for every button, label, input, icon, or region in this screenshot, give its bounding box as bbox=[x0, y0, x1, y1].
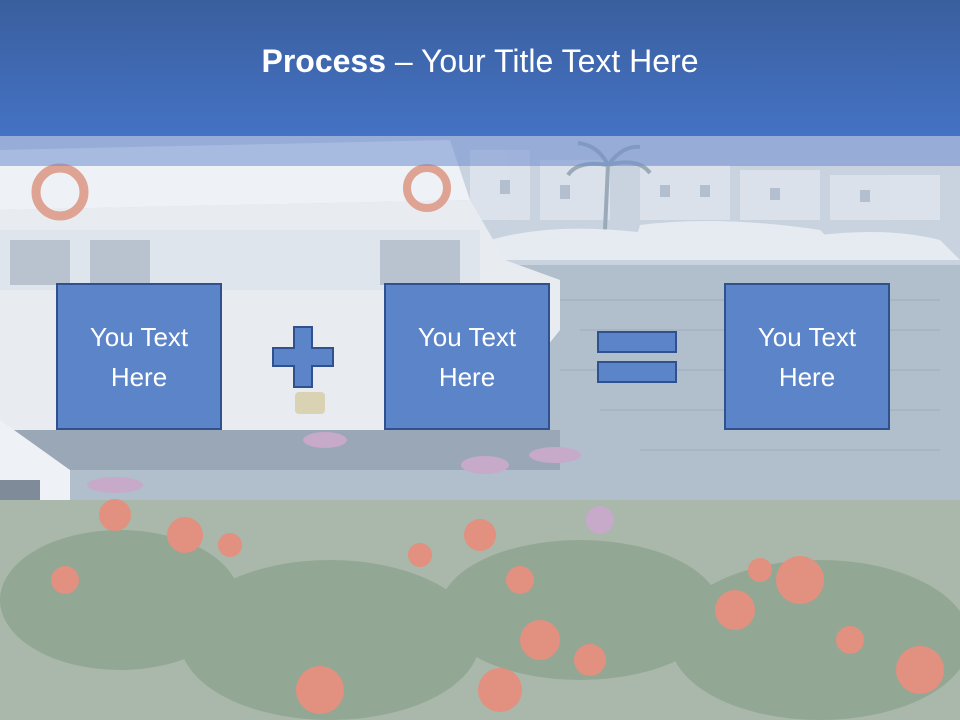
equals-icon bbox=[597, 331, 677, 383]
process-box-1-label: You Text Here bbox=[89, 321, 189, 392]
process-box-3-label: You Text Here bbox=[757, 321, 857, 392]
process-box-1[interactable]: You Text Here bbox=[56, 283, 222, 430]
process-box-2[interactable]: You Text Here bbox=[384, 283, 550, 430]
title-bold: Process bbox=[261, 42, 387, 79]
title-underline-strip bbox=[0, 136, 960, 166]
plus-icon bbox=[272, 326, 334, 388]
title-rest: – Your Title Text Here bbox=[386, 42, 699, 79]
process-box-3[interactable]: You Text Here bbox=[724, 283, 890, 430]
title-band: Process – Your Title Text Here bbox=[0, 0, 960, 136]
slide-title: Process – Your Title Text Here bbox=[261, 43, 698, 80]
process-box-2-label: You Text Here bbox=[417, 321, 517, 392]
